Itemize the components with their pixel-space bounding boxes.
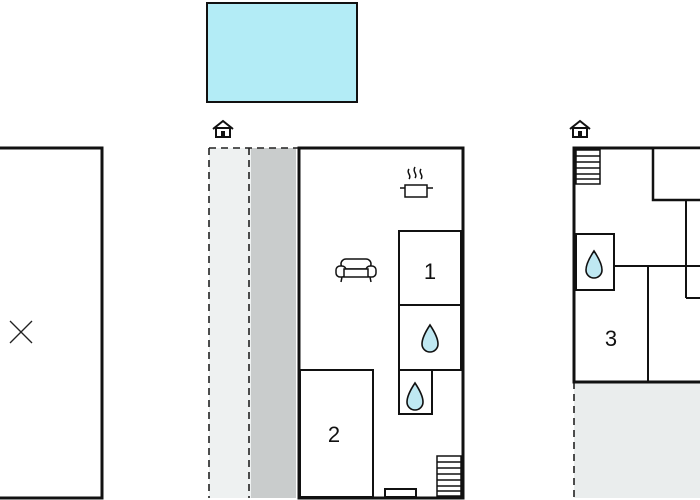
room-2-label: 2 xyxy=(328,422,340,447)
stairs-icon xyxy=(575,149,601,185)
kitchen-pot-icon xyxy=(400,166,433,198)
stairs-icon xyxy=(436,455,462,497)
entrance-house-icon xyxy=(212,119,234,138)
sofa-icon xyxy=(335,258,377,283)
left-building xyxy=(0,146,104,500)
room-1 xyxy=(398,230,462,306)
room-3-label: 3 xyxy=(605,326,617,351)
room-2 xyxy=(299,369,374,498)
entrance-house-icon xyxy=(569,119,591,138)
room-1-label: 1 xyxy=(424,259,436,284)
right-outdoor-area xyxy=(574,382,700,498)
water-drop-icon xyxy=(585,249,603,279)
pool xyxy=(206,2,358,103)
corridor-area xyxy=(251,148,296,498)
water-drop-icon xyxy=(406,381,424,411)
no-access-cross-icon xyxy=(9,320,33,344)
terrace-outline xyxy=(208,147,298,498)
terrace-area xyxy=(209,148,251,498)
front-door xyxy=(384,488,417,498)
right-upper-block xyxy=(651,146,700,202)
water-drop-icon xyxy=(421,323,439,353)
